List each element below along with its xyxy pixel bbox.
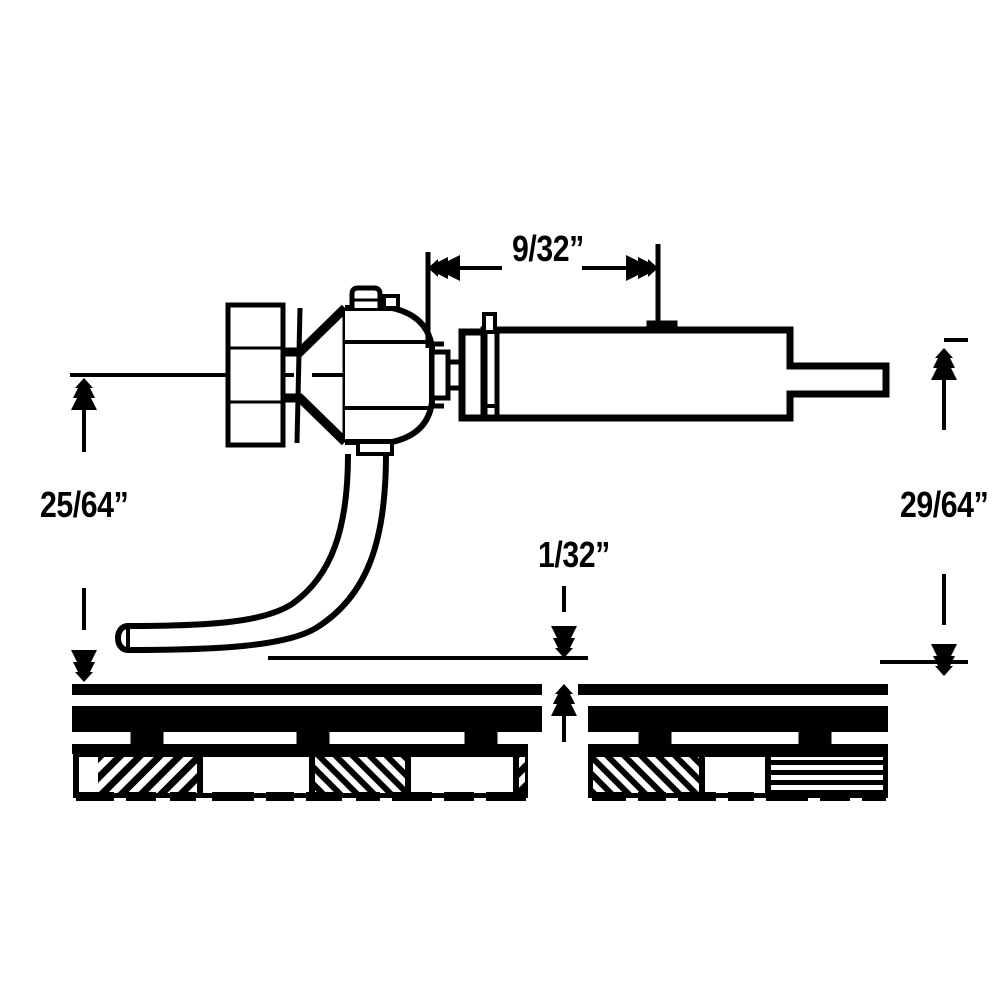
ties-and-ballast (73, 751, 888, 801)
coupler-body (345, 285, 435, 456)
trip-pin (114, 453, 389, 653)
dimension-1-32 (551, 586, 577, 742)
dimension-label-9-32: 9/32” (512, 228, 584, 269)
dimension-label-29-64: 29/64” (900, 484, 989, 525)
trip-pin-reference-line (268, 656, 968, 664)
rail-head (72, 684, 888, 695)
rail-body (72, 706, 888, 732)
dimension-29-64 (931, 338, 968, 676)
track-spikes (130, 724, 832, 746)
dimension-label-1-32: 1/32” (538, 534, 610, 575)
draft-gear-box (458, 312, 890, 422)
dimension-label-25-64: 25/64” (40, 484, 129, 525)
tie-plate (72, 744, 888, 754)
dimension-9-32 (425, 244, 661, 348)
dimension-25-64 (71, 378, 97, 682)
